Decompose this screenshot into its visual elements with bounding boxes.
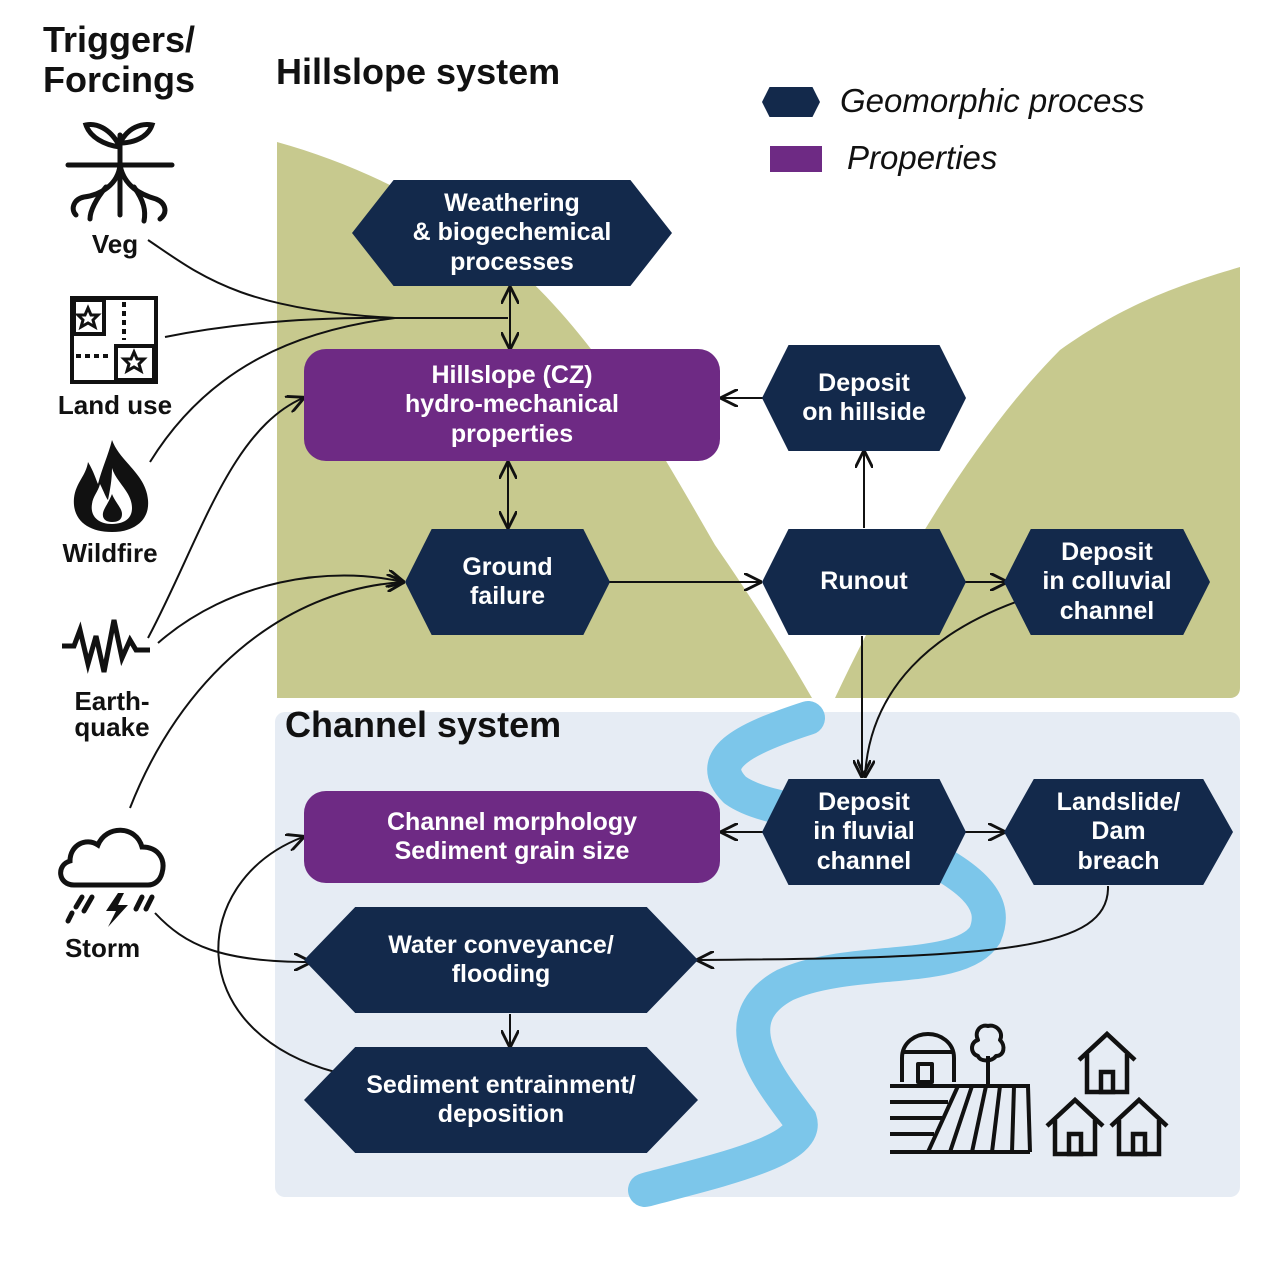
hillslope-system-heading: Hillslope system (276, 51, 561, 92)
houses-icon (1045, 1030, 1169, 1157)
landslide-dam-label: Landslide/ Dam breach (1056, 788, 1181, 875)
hillslope-properties-node[interactable]: Hillslope (CZ) hydro-mechanical properti… (304, 349, 720, 461)
triggers-heading: Triggers/ Forcings (43, 19, 196, 101)
legend-process-label: Geomorphic process (840, 82, 1145, 119)
water-conveyance-node[interactable]: Water conveyance/ flooding (304, 907, 698, 1013)
ground-failure-node[interactable]: Ground failure (405, 529, 610, 635)
deposit-hillside-node[interactable]: Deposit on hillside (762, 345, 966, 451)
channel-morphology-node[interactable]: Channel morphology Sediment grain size (304, 791, 720, 883)
runout-label: Runout (820, 567, 908, 596)
channel-system-heading: Channel system (285, 704, 562, 745)
wildfire-label: Wildfire (62, 538, 158, 568)
veg-to-hillslope-arrow (147, 239, 396, 319)
legend-property-swatch (770, 146, 822, 172)
deposit-fluvial-label: Deposit in fluvial channel (813, 788, 915, 875)
land-use-map-icon (70, 296, 158, 384)
storm-to-ground-failure-arrow (129, 582, 403, 809)
farm-icon (890, 1023, 1032, 1154)
earthquake-to-hillslope-props-arrow (147, 398, 303, 639)
storm-label: Storm (64, 933, 141, 963)
plant-roots-icon (65, 122, 175, 224)
river (628, 701, 1006, 1207)
sediment-to-channel-morph-arrow (217, 837, 336, 1073)
veg-label: Veg (91, 229, 139, 259)
storm-to-water-conveyance-arrow (154, 912, 310, 962)
weathering-label: Weathering & biogechemical processes (412, 189, 612, 276)
legend-process-swatch (762, 87, 820, 117)
deposit-colluvial-node[interactable]: Deposit in colluvial channel (1004, 529, 1210, 635)
landuse-to-hillslope-arrow (164, 316, 396, 338)
sediment-entrainment-label: Sediment entrainment/ deposition (366, 1070, 636, 1128)
runout-node[interactable]: Runout (762, 529, 966, 635)
channel-morphology-label: Channel morphology Sediment grain size (387, 807, 637, 865)
storm-cloud-icon (58, 827, 166, 927)
land-use-label: Land use (57, 390, 173, 420)
deposit-fluvial-node[interactable]: Deposit in fluvial channel (762, 779, 966, 885)
deposit-hillside-label: Deposit on hillside (802, 368, 926, 426)
seismograph-icon (62, 619, 150, 674)
sediment-entrainment-node[interactable]: Sediment entrainment/ deposition (304, 1047, 698, 1153)
landslide-dam-to-water-arrow (698, 885, 1110, 960)
fire-icon (73, 440, 149, 532)
ground-failure-label: Ground failure (462, 552, 553, 610)
weathering-process-node[interactable]: Weathering & biogechemical processes (352, 180, 672, 286)
deposit-colluvial-label: Deposit in colluvial channel (1042, 538, 1172, 625)
wildfire-to-hillslope-arrow (149, 317, 508, 463)
colluvial-to-fluvial-arrow (865, 596, 1031, 776)
earthquake-to-ground-failure-arrow (157, 576, 403, 644)
hillslope-properties-label: Hillslope (CZ) hydro-mechanical properti… (405, 361, 619, 448)
landslide-dam-node[interactable]: Landslide/ Dam breach (1004, 779, 1233, 885)
earthquake-label: Earth- quake (74, 686, 150, 742)
legend-property-label: Properties (847, 139, 998, 176)
water-conveyance-label: Water conveyance/ flooding (388, 930, 614, 988)
